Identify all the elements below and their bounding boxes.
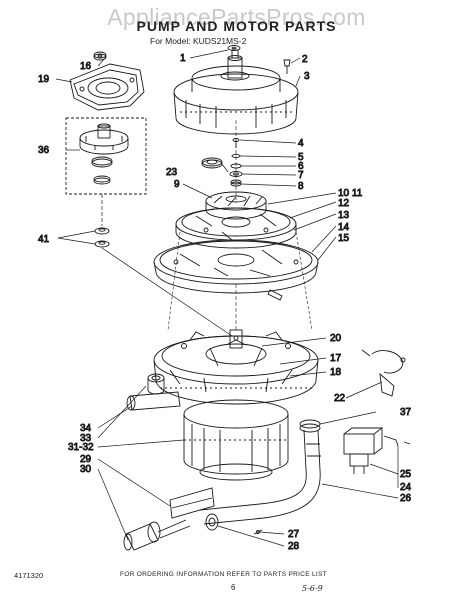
- model-line: For Model: KUDS21MS-2: [150, 36, 247, 46]
- callout-13: 13: [338, 210, 350, 221]
- callout-23: 23: [166, 167, 178, 178]
- part-9-impeller: [205, 191, 267, 220]
- part-29-30-drain-fitting: [123, 487, 215, 551]
- callout-36: 36: [38, 145, 50, 156]
- callout-18: 18: [330, 367, 342, 378]
- part-31-32-pump-body: [183, 399, 289, 481]
- callout-31-32: 31-32: [68, 442, 94, 453]
- callout-33: 33: [80, 433, 92, 444]
- part-33-34-hose-clamp: [126, 373, 181, 411]
- callout-labels: 1 2 3 4 5 6 7 8 9 10 11 12 13 14 15 16 1…: [38, 53, 412, 553]
- part-19-bracket: [69, 63, 145, 111]
- part-12-13-pump-plate: [175, 207, 297, 249]
- callout-1: 1: [180, 53, 186, 64]
- callout-20: 20: [330, 333, 342, 344]
- page-title: PUMP AND MOTOR PARTS: [136, 18, 337, 34]
- page-number: 6: [231, 583, 236, 592]
- callout-4: 4: [298, 138, 304, 149]
- callout-8: 8: [298, 181, 304, 192]
- part-2-screw: [283, 59, 291, 74]
- part-26-drain-hose: [199, 429, 321, 525]
- watermark: AppliancePartsPros.com: [107, 4, 366, 30]
- callout-27: 27: [288, 529, 300, 540]
- callout-19: 19: [38, 74, 50, 85]
- callout-29: 29: [80, 454, 92, 465]
- callout-37: 37: [400, 407, 412, 418]
- callout-30: 30: [80, 464, 92, 475]
- part-3-motor: [173, 49, 299, 135]
- callout-14: 14: [338, 222, 350, 233]
- part-36-seal-assembly: [65, 117, 147, 195]
- part-27-28-fittings: [205, 513, 263, 535]
- part-41-washers: [94, 227, 110, 248]
- callout-7: 7: [298, 170, 304, 181]
- part-1-washer: [227, 45, 241, 51]
- callout-10-11: 10 11: [338, 188, 363, 199]
- part-24-25-solenoid: [343, 427, 411, 474]
- part-37-clamp: [299, 419, 321, 433]
- callout-9: 9: [174, 179, 180, 190]
- ordering-note: FOR ORDERING INFORMATION REFER TO PARTS …: [120, 571, 327, 578]
- callout-15: 15: [338, 233, 350, 244]
- callout-34: 34: [80, 423, 92, 434]
- callout-22: 22: [334, 393, 346, 404]
- callout-41: 41: [38, 234, 50, 245]
- callout-6: 6: [298, 161, 304, 172]
- callout-25: 25: [400, 469, 412, 480]
- callout-12: 12: [338, 198, 350, 209]
- part-22-wire-harness: [361, 349, 406, 397]
- callout-5: 5: [298, 152, 304, 163]
- callout-26: 26: [400, 493, 412, 504]
- date-mark: 5-6-9: [302, 584, 323, 593]
- callout-28: 28: [288, 541, 300, 552]
- callout-3: 3: [304, 71, 310, 82]
- figure-number: 4171320: [14, 571, 44, 580]
- part-17-18-20-pump-housing: [153, 329, 319, 405]
- callout-24: 24: [400, 482, 412, 493]
- leader-lines: [55, 49, 399, 547]
- callout-2: 2: [302, 54, 308, 65]
- part-23-seal: [201, 157, 223, 169]
- callout-16: 16: [80, 61, 92, 72]
- callout-17: 17: [330, 353, 342, 364]
